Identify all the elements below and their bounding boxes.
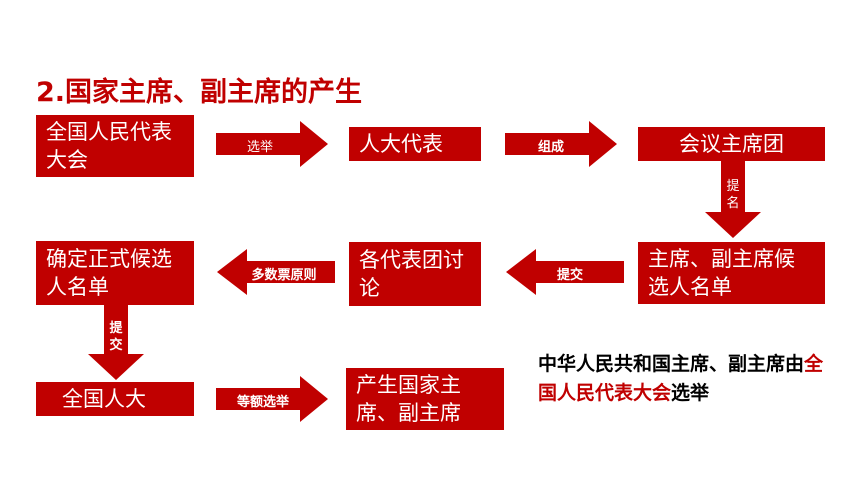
arrow-elect-label: 选举 bbox=[246, 140, 273, 155]
arrow-nominate-label: 提名 bbox=[726, 179, 740, 211]
note-text-1: 中华人民共和国主席、副主席由 bbox=[538, 353, 805, 375]
arrow-equal-election-label: 等额选举 bbox=[236, 395, 289, 410]
arrow-majority-label: 多数票原则 bbox=[251, 268, 317, 283]
box-npc: 全国人大 bbox=[36, 382, 194, 416]
box-result-label: 产生国家主席、副主席 bbox=[356, 373, 461, 425]
box-candidates: 主席、副主席候选人名单 bbox=[638, 242, 825, 304]
box-delegations: 各代表团讨论 bbox=[349, 242, 481, 306]
box-npc-full: 全国人民代表大会 bbox=[36, 115, 194, 177]
box-formal-label: 确定正式候选人名单 bbox=[46, 247, 172, 299]
box-formal: 确定正式候选人名单 bbox=[36, 241, 194, 305]
arrow-nominate bbox=[705, 160, 761, 238]
arrow-submit-left-label: 提交 bbox=[556, 268, 583, 283]
box-deputies-label: 人大代表 bbox=[359, 132, 443, 156]
arrow-submit-left bbox=[506, 249, 624, 295]
arrow-equal-election bbox=[216, 376, 328, 422]
arrow-submit-down-label: 提交 bbox=[109, 321, 123, 353]
box-npc-full-label: 全国人民代表大会 bbox=[46, 120, 172, 172]
box-result: 产生国家主席、副主席 bbox=[346, 368, 504, 430]
arrow-majority bbox=[217, 249, 335, 295]
arrow-compose-label: 组成 bbox=[537, 140, 564, 155]
arrow-elect bbox=[216, 121, 328, 167]
note-highlight: 全国人民代表大会 bbox=[538, 353, 824, 404]
explanatory-note: 中华人民共和国主席、副主席由全国人民代表大会选举 bbox=[538, 350, 828, 408]
box-deputies: 人大代表 bbox=[349, 127, 481, 161]
box-candidates-label: 主席、副主席候选人名单 bbox=[648, 247, 795, 299]
page-title: 2.国家主席、副主席的产生 bbox=[36, 77, 363, 108]
note-text-2: 选举 bbox=[671, 382, 710, 404]
box-presidium: 会议主席团 bbox=[638, 127, 825, 161]
arrow-compose bbox=[505, 121, 617, 167]
arrow-submit-down bbox=[88, 302, 144, 380]
box-npc-label: 全国人大 bbox=[62, 387, 146, 411]
box-presidium-label: 会议主席团 bbox=[679, 132, 784, 156]
box-delegations-label: 各代表团讨论 bbox=[359, 248, 464, 300]
